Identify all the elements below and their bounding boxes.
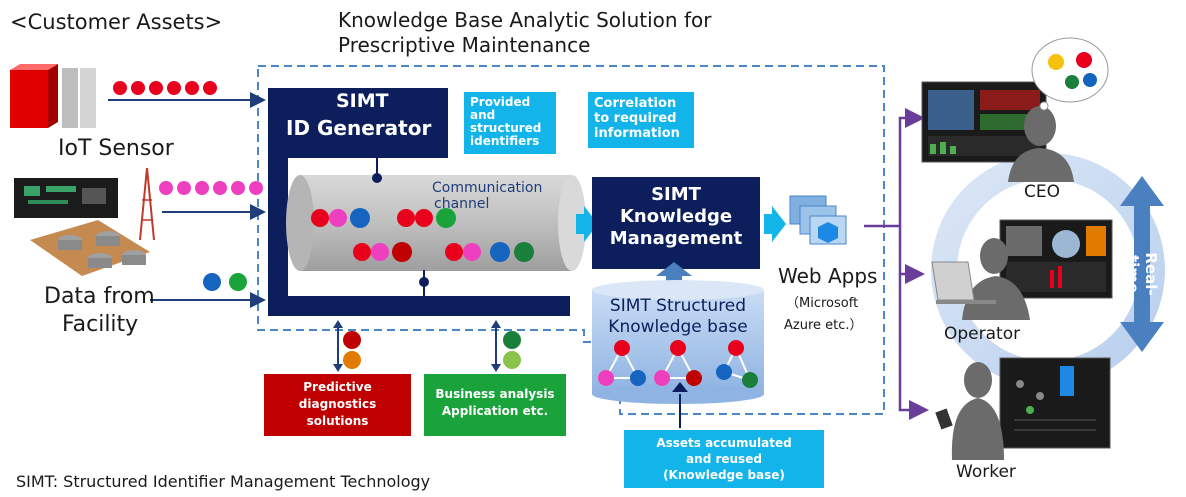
- kb-structures: [598, 340, 758, 388]
- realtime-label: Real-time: [1124, 252, 1160, 296]
- worker-figure: [935, 362, 1004, 460]
- ceo-figure: [1008, 106, 1074, 182]
- knowledge-management-box: [592, 177, 760, 269]
- kb-to-assets-arrow: [672, 382, 688, 428]
- facility-pink-dots: [159, 181, 263, 195]
- worker-label: Worker: [956, 462, 1016, 482]
- iot-sensor-label: IoT Sensor: [58, 136, 174, 161]
- channel-to-km-arrow: [576, 206, 598, 242]
- channel-pins: [372, 158, 429, 296]
- communication-channel-label-1: Communication: [432, 180, 543, 196]
- simt-definition: SIMT: Structured Identifier Management T…: [16, 472, 431, 491]
- worker-dashboard-screen: [999, 357, 1111, 449]
- communication-channel-label-2: channel: [434, 196, 490, 212]
- customer-assets-label: <Customer Assets>: [10, 10, 223, 34]
- provided-identifiers-callout: Provided and structured identifiers: [464, 92, 556, 154]
- predictive-diagnostics-box: Predictive diagnostics solutions: [264, 374, 411, 436]
- solution-title-line1: Knowledge Base Analytic Solution for: [338, 8, 712, 32]
- data-from-facility-label-1: Data from: [44, 284, 155, 309]
- id-generator-title-2: ID Generator: [286, 116, 432, 140]
- web-apps-label: Web Apps: [778, 264, 878, 288]
- knowledge-management-title: SIMT Knowledge Management: [609, 184, 743, 249]
- operator-dashboard-screen: [999, 219, 1113, 299]
- solution-title-line2: Prescriptive Maintenance: [338, 33, 591, 57]
- microsoft-label: （Microsoft: [786, 296, 859, 311]
- facility-image: [14, 167, 155, 276]
- iot-red-dots: [113, 81, 217, 95]
- knowledge-base-title: SIMT Structured Knowledge base: [608, 296, 748, 337]
- iot-sensor-device: [10, 64, 96, 128]
- predictive-arrow: [333, 320, 361, 372]
- channel-dots: [311, 208, 534, 262]
- realtime-double-arrow: [1120, 176, 1164, 352]
- ceo-label: CEO: [1024, 182, 1060, 202]
- km-to-webapps-arrow: [764, 206, 786, 242]
- business-arrow: [491, 320, 521, 372]
- ceo-thought-bubble: [1031, 37, 1109, 111]
- operator-label: Operator: [944, 324, 1021, 344]
- solution-boundary: [257, 65, 885, 415]
- id-generator-frame: [268, 88, 570, 316]
- id-generator-title-1: SIMT: [336, 90, 389, 112]
- assets-accumulated-callout: Assets accumulated and reused (Knowledge…: [624, 430, 824, 488]
- operator-figure: [931, 238, 1030, 320]
- azure-label: Azure etc.）: [784, 318, 863, 333]
- correlation-callout: Correlation to required information: [588, 92, 694, 148]
- data-from-facility-label-2: Facility: [62, 312, 139, 337]
- facility-symbols: [203, 273, 247, 291]
- web-apps-icon: [789, 195, 847, 245]
- business-analysis-box: Business analysis Application etc.: [424, 374, 566, 436]
- webapps-to-users-arrows: [864, 108, 929, 420]
